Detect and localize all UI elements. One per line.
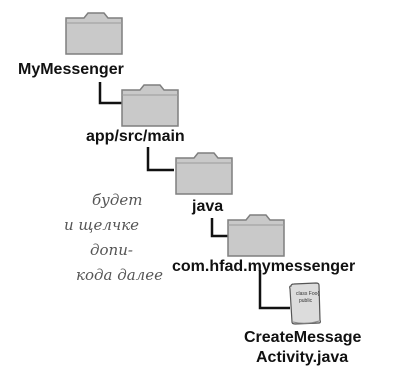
note-line: допи- <box>90 241 133 259</box>
folder-label-com-hfad-mymessenger: com.hfad.mymessenger <box>172 258 356 275</box>
note-line: кода далее <box>76 266 163 284</box>
folder-label-java: java <box>192 198 224 215</box>
java-file-icon: class Foo{ public <box>289 282 321 325</box>
folder-icon <box>227 214 285 257</box>
file-icon-text-line2: public <box>299 298 313 304</box>
connector-root-to-app <box>98 82 122 105</box>
folder-icon <box>175 152 233 195</box>
folder-icon <box>65 12 123 55</box>
note-line: будет <box>92 191 143 209</box>
folder-label-myMessenger: MyMessenger <box>18 61 124 78</box>
note-line: и щелчке <box>64 216 140 234</box>
connector-package-to-file <box>258 270 290 310</box>
file-icon-text-line1: class Foo{ <box>296 291 319 297</box>
connector-java-to-package <box>210 218 228 238</box>
folder-icon <box>121 84 179 127</box>
file-label-line2: Activity.java <box>256 349 349 366</box>
handwritten-note: будет и щелчке допи- кода далее <box>0 188 200 288</box>
file-label-line1: CreateMessage <box>244 329 362 346</box>
connector-app-to-java <box>146 147 174 172</box>
folder-label-app-src-main: app/src/main <box>86 128 185 145</box>
